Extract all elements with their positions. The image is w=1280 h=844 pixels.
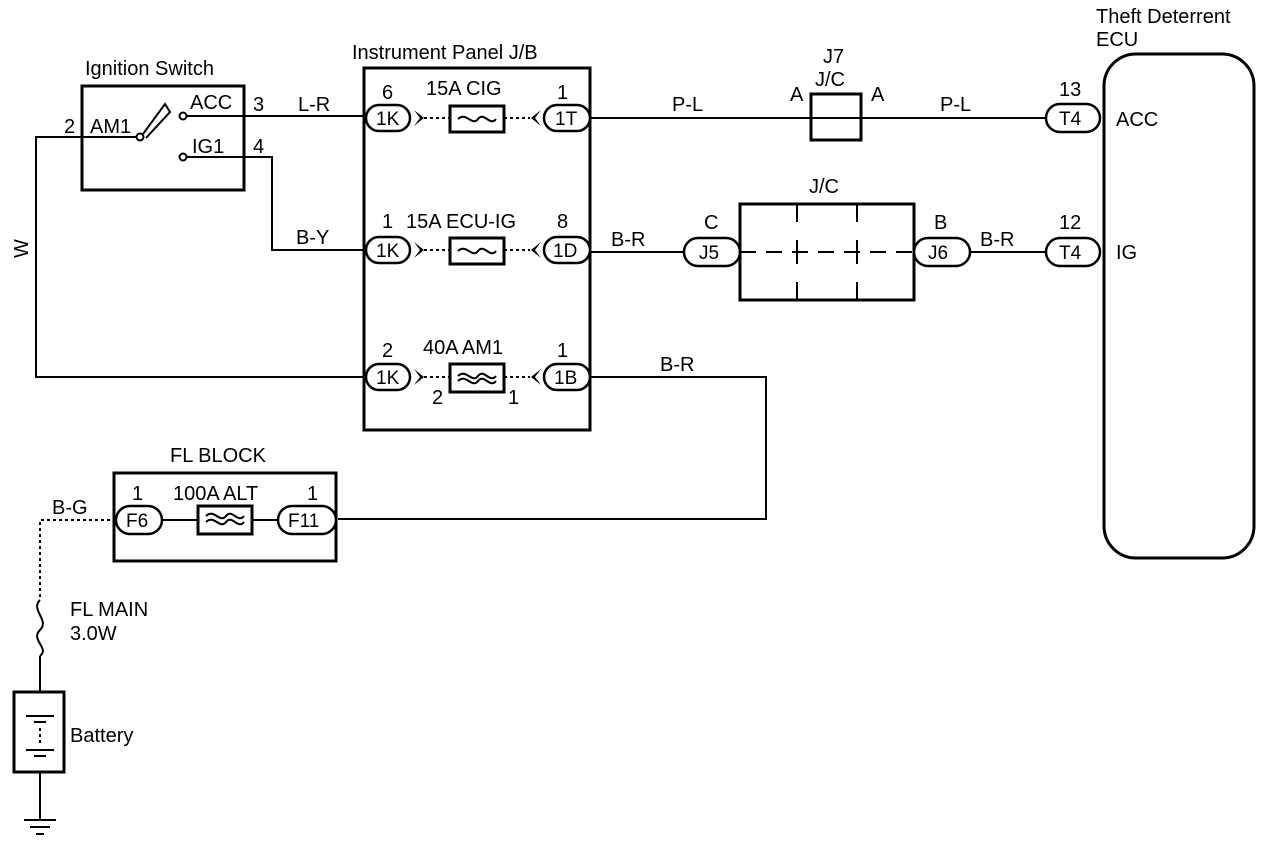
wire-label-b-r-1: B-R (611, 229, 645, 251)
am1-sub-right: 1 (508, 387, 519, 409)
cig-fuse-label: 15A CIG (426, 78, 502, 100)
cig-pin-right: 1 (557, 82, 568, 104)
am1-pin-left: 2 (382, 340, 393, 362)
wire-w (35, 136, 366, 378)
wire-label-p-l-2: P-L (940, 94, 971, 116)
ecuig-conn-left-label: 1K (376, 241, 400, 262)
ecu-title1: Theft Deterrent (1096, 6, 1231, 28)
ecu-conn-ig-label: T4 (1059, 243, 1082, 264)
j7-pin-right: A (871, 84, 885, 106)
am1-fuse (448, 362, 506, 394)
fl-main-label2: 3.0W (70, 623, 117, 645)
cig-arrow-right (531, 110, 541, 126)
fl-main-label1: FL MAIN (70, 599, 148, 621)
ecuig-pin-right: 8 (557, 211, 568, 233)
ecu-conn-acc (1044, 102, 1102, 134)
ecu-title2: ECU (1096, 29, 1138, 51)
wire-label-w: W (11, 239, 33, 258)
ignition-pin-acc: 3 (253, 94, 264, 116)
fl-block-title: FL BLOCK (170, 445, 267, 467)
fl-conn-right-label: F11 (288, 511, 319, 532)
wire-b-g (39, 519, 116, 600)
ignition-ig1-label: IG1 (192, 136, 224, 158)
cig-conn-left (364, 103, 412, 133)
ignition-switch-title: Ignition Switch (85, 58, 214, 80)
am1-conn-left-label: 1K (376, 368, 400, 389)
jc-title: J/C (809, 176, 839, 198)
wire-label-p-l-1: P-L (672, 94, 703, 116)
wire-label-b-r-3: B-R (660, 354, 694, 376)
ecuig-conn-left (364, 235, 412, 265)
fl-main-fuse (36, 599, 44, 657)
ignition-am1-label: AM1 (90, 116, 131, 138)
fl-block-pin-right: 1 (307, 483, 318, 505)
j7-pin-left: A (790, 84, 804, 106)
jb-title: Instrument Panel J/B (352, 42, 538, 64)
jc-pin-right: B (934, 212, 947, 234)
switch-arm (142, 102, 172, 139)
ignition-acc-label: ACC (190, 92, 232, 114)
ecu-ig-label: IG (1116, 242, 1137, 264)
battery-label: Battery (70, 725, 133, 747)
cig-arrow-left (414, 110, 424, 126)
cig-conn-right-label: 1T (555, 109, 578, 130)
wire-label-b-y: B-Y (296, 227, 329, 249)
cig-fuse (448, 104, 506, 134)
am1-sub-left: 2 (432, 387, 443, 409)
jc-pin-left: C (704, 212, 718, 234)
fl-conn-left-label: F6 (126, 511, 148, 532)
ecu-conn-ig (1044, 236, 1102, 268)
am1-conn-right-label: 1B (554, 368, 577, 389)
ignition-pin-am1: 2 (64, 116, 75, 138)
ecu-pin-acc: 13 (1059, 79, 1081, 101)
ecu-acc-label: ACC (1116, 109, 1158, 131)
switch-acc-contact (178, 111, 188, 121)
ground-icon (24, 819, 56, 835)
ecu-conn-acc-label: T4 (1059, 109, 1082, 130)
wire-label-l-r: L-R (298, 94, 330, 116)
cig-pin-left: 6 (382, 82, 393, 104)
cig-fuse-element (457, 115, 497, 123)
ignition-pin-ig1: 4 (253, 136, 264, 158)
ecuig-conn-right-label: 1D (553, 241, 577, 262)
jc-conn-right-label: J6 (928, 243, 948, 264)
ecu-pin-ig: 12 (1059, 212, 1081, 234)
fl-block-pin-left: 1 (132, 483, 143, 505)
ecu-box (1102, 52, 1256, 560)
am1-conn-left (364, 362, 412, 392)
j7-title1: J7 (823, 46, 844, 68)
wire-b-y (244, 156, 366, 251)
am1-fuse-label: 40A AM1 (423, 337, 503, 359)
ecuig-fuse (448, 236, 506, 266)
battery-box (12, 690, 66, 774)
switch-ig1-contact (178, 152, 188, 162)
switch-am1-contact (135, 132, 145, 142)
fl-block-fuse (196, 504, 254, 536)
wire-label-b-r-2: B-R (980, 229, 1014, 251)
wire-b-r-3 (338, 376, 767, 520)
ecuig-pin-left: 1 (382, 211, 393, 233)
jc-conn-left-label: J5 (699, 243, 719, 264)
ecuig-conn-right (542, 235, 592, 265)
fl-block-fuse-label: 100A ALT (173, 483, 258, 505)
am1-pin-right: 1 (557, 340, 568, 362)
j7-title2: J/C (815, 69, 845, 91)
ecuig-fuse-label: 15A ECU-IG (406, 211, 516, 233)
wire-label-b-g: B-G (52, 497, 88, 519)
cig-conn-left-label: 1K (376, 109, 400, 130)
